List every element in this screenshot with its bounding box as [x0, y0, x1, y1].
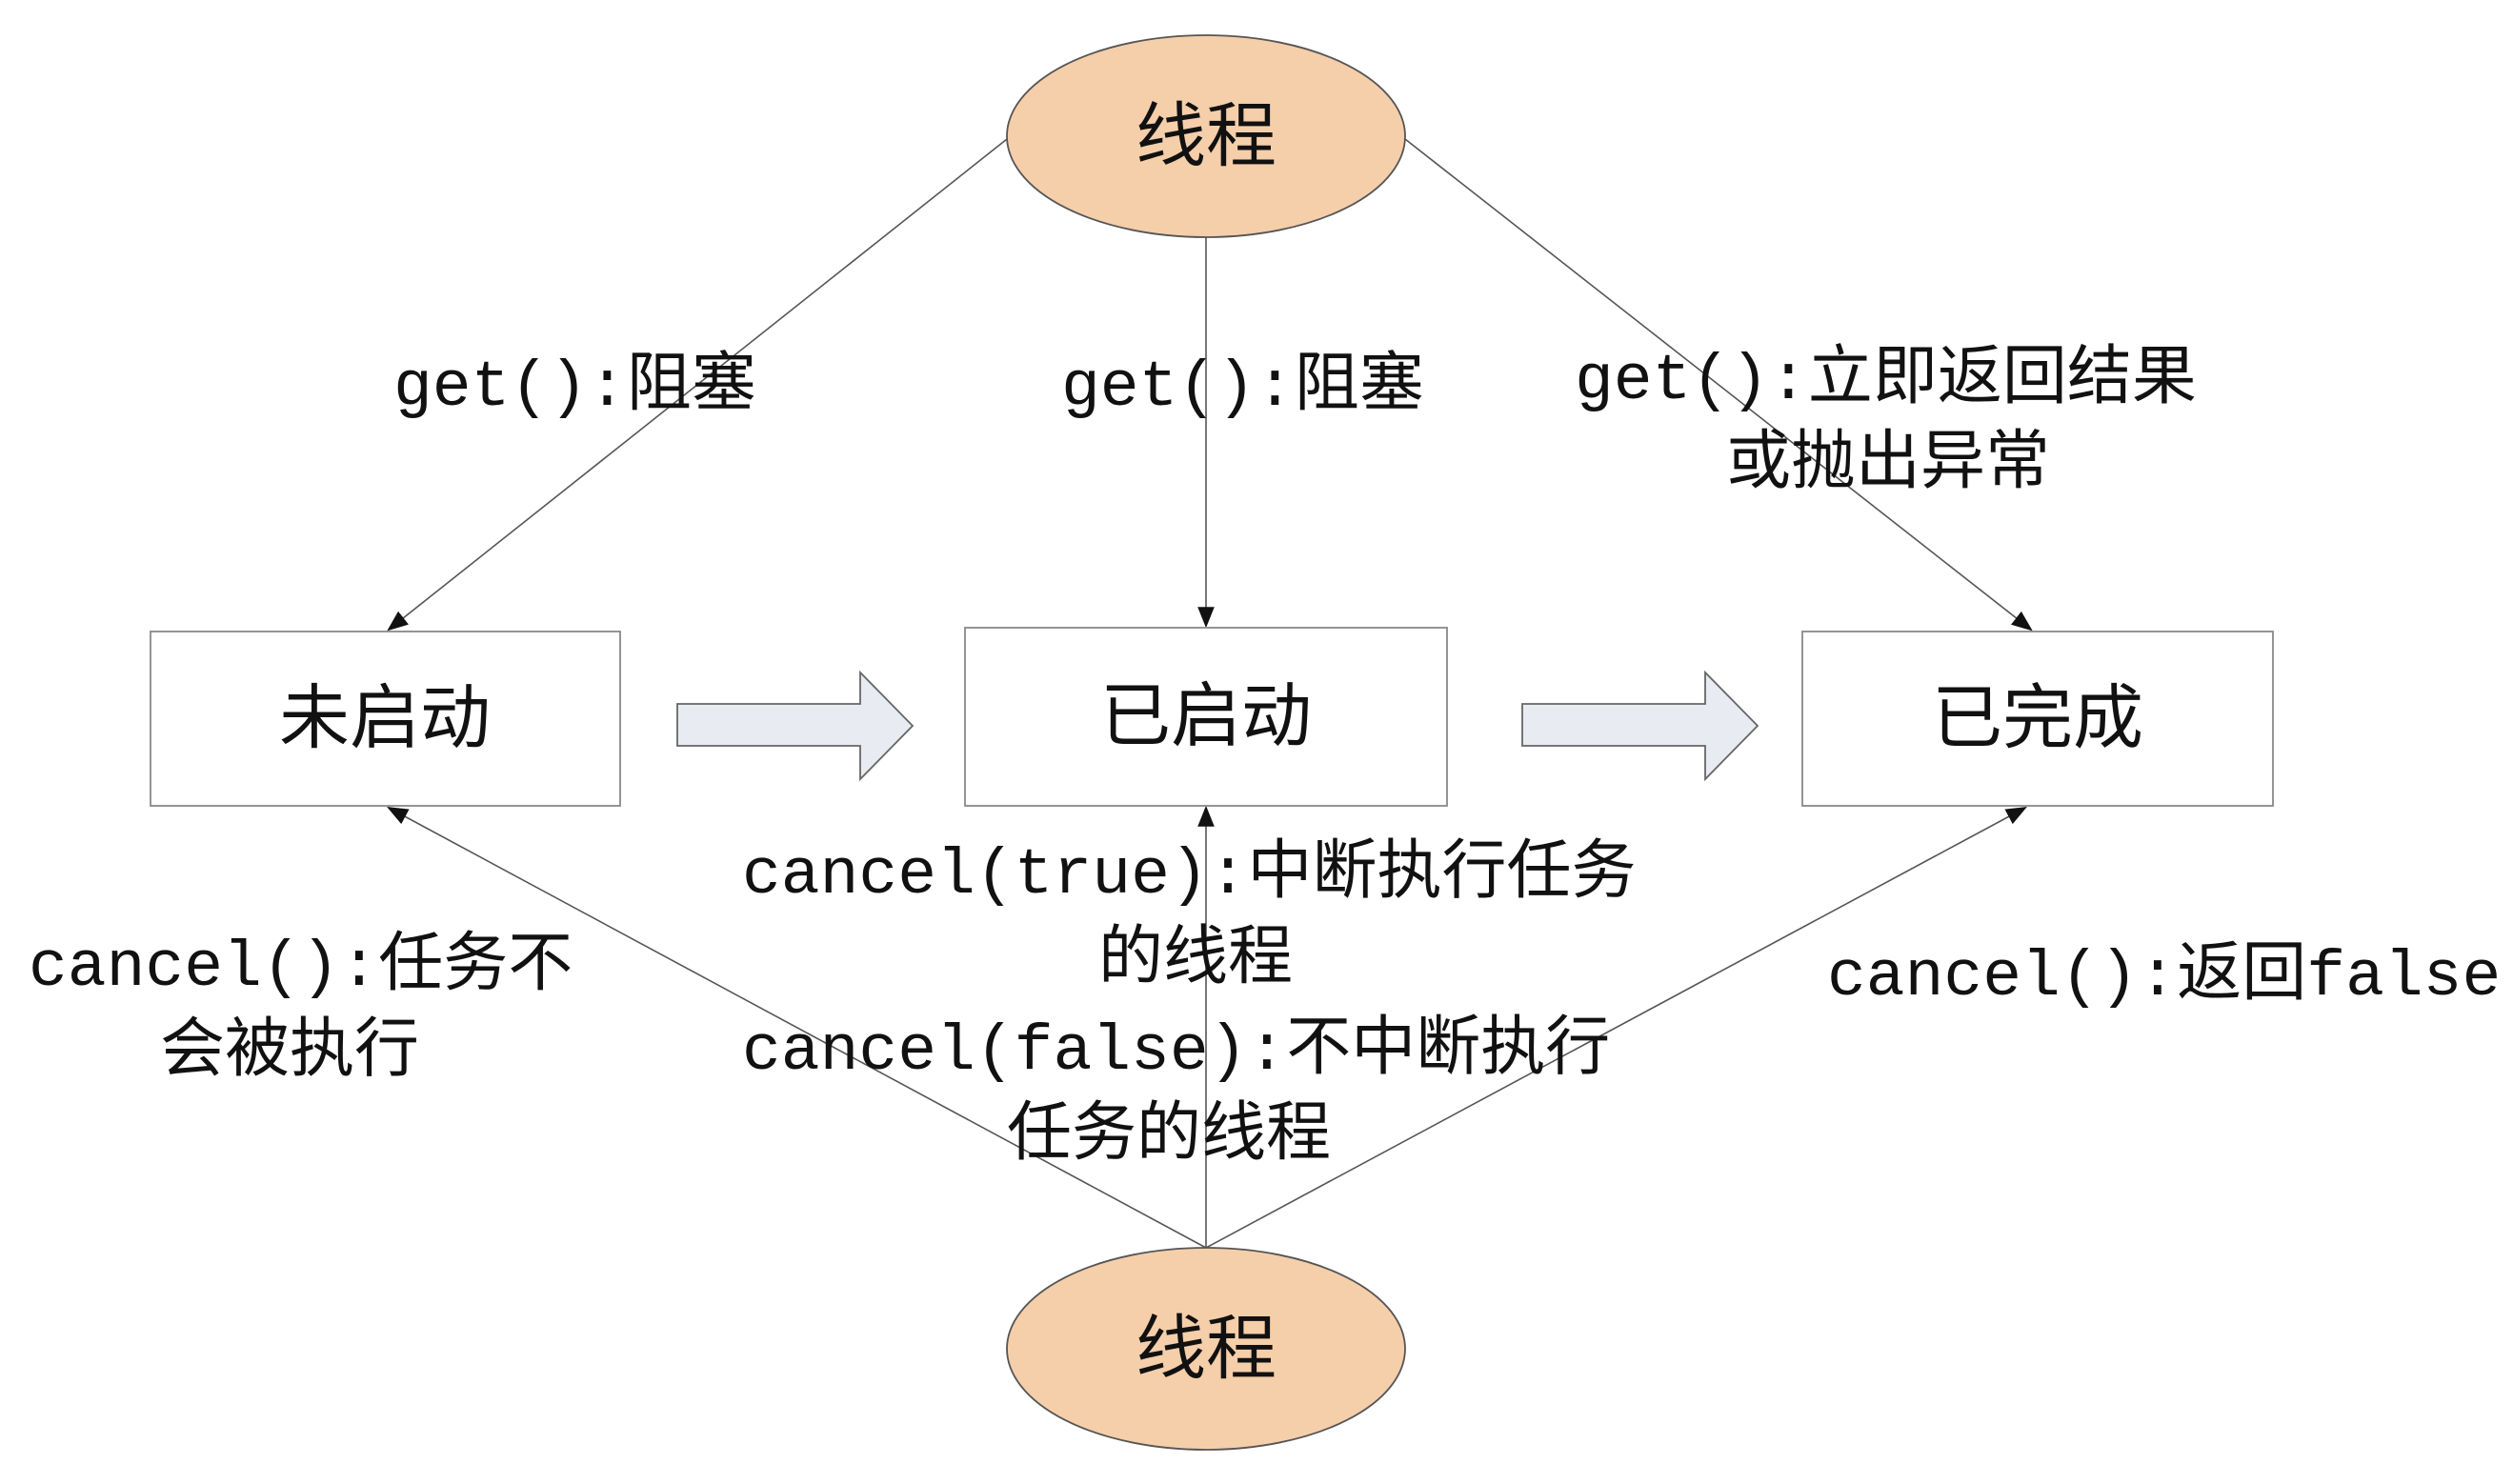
thread-node-bottom: 线程 [1006, 1247, 1406, 1451]
label-get-not-started: get():阻塞 [393, 349, 756, 425]
label-cancel-completed: cancel():返回false [1827, 940, 2501, 1014]
label-cancel-not-started-2: 会被执行 [160, 1015, 419, 1091]
edge-bottom-to-completed [1205, 806, 2027, 1249]
thread-node-top: 线程 [1006, 34, 1406, 238]
thread-top-label: 线程 [1136, 95, 1277, 177]
label-cancel-false-1: cancel(false):不中断执行 [742, 1013, 1610, 1089]
label-cancel-true-2: 的线程 [1098, 923, 1293, 998]
label-cancel-true-1: cancel(true):中断执行任务 [742, 837, 1637, 912]
label-get-completed-1: get():立即返回结果 [1575, 342, 2197, 418]
state-label-completed: 已完成 [1932, 677, 2143, 759]
transition-arrow-2 [1521, 670, 1759, 782]
label-cancel-not-started-1: cancel():任务不 [29, 930, 573, 1005]
label-cancel-false-2: 任务的线程 [1007, 1099, 1331, 1174]
label-get-started: get():阻塞 [1061, 349, 1424, 425]
thread-bottom-label: 线程 [1136, 1308, 1277, 1390]
state-label-started: 已启动 [1100, 675, 1312, 757]
state-box-started: 已启动 [964, 627, 1448, 807]
edge-top-to-not-started [387, 138, 1008, 632]
edge-top-to-completed [1404, 138, 2033, 632]
state-box-not-started: 未启动 [150, 631, 621, 807]
transition-arrow-1 [676, 670, 915, 782]
label-get-completed-2: 或抛出异常 [1726, 428, 2050, 503]
state-box-completed: 已完成 [1801, 631, 2274, 807]
edge-bottom-to-not-started [387, 806, 1207, 1249]
state-label-not-started: 未启动 [279, 677, 491, 759]
